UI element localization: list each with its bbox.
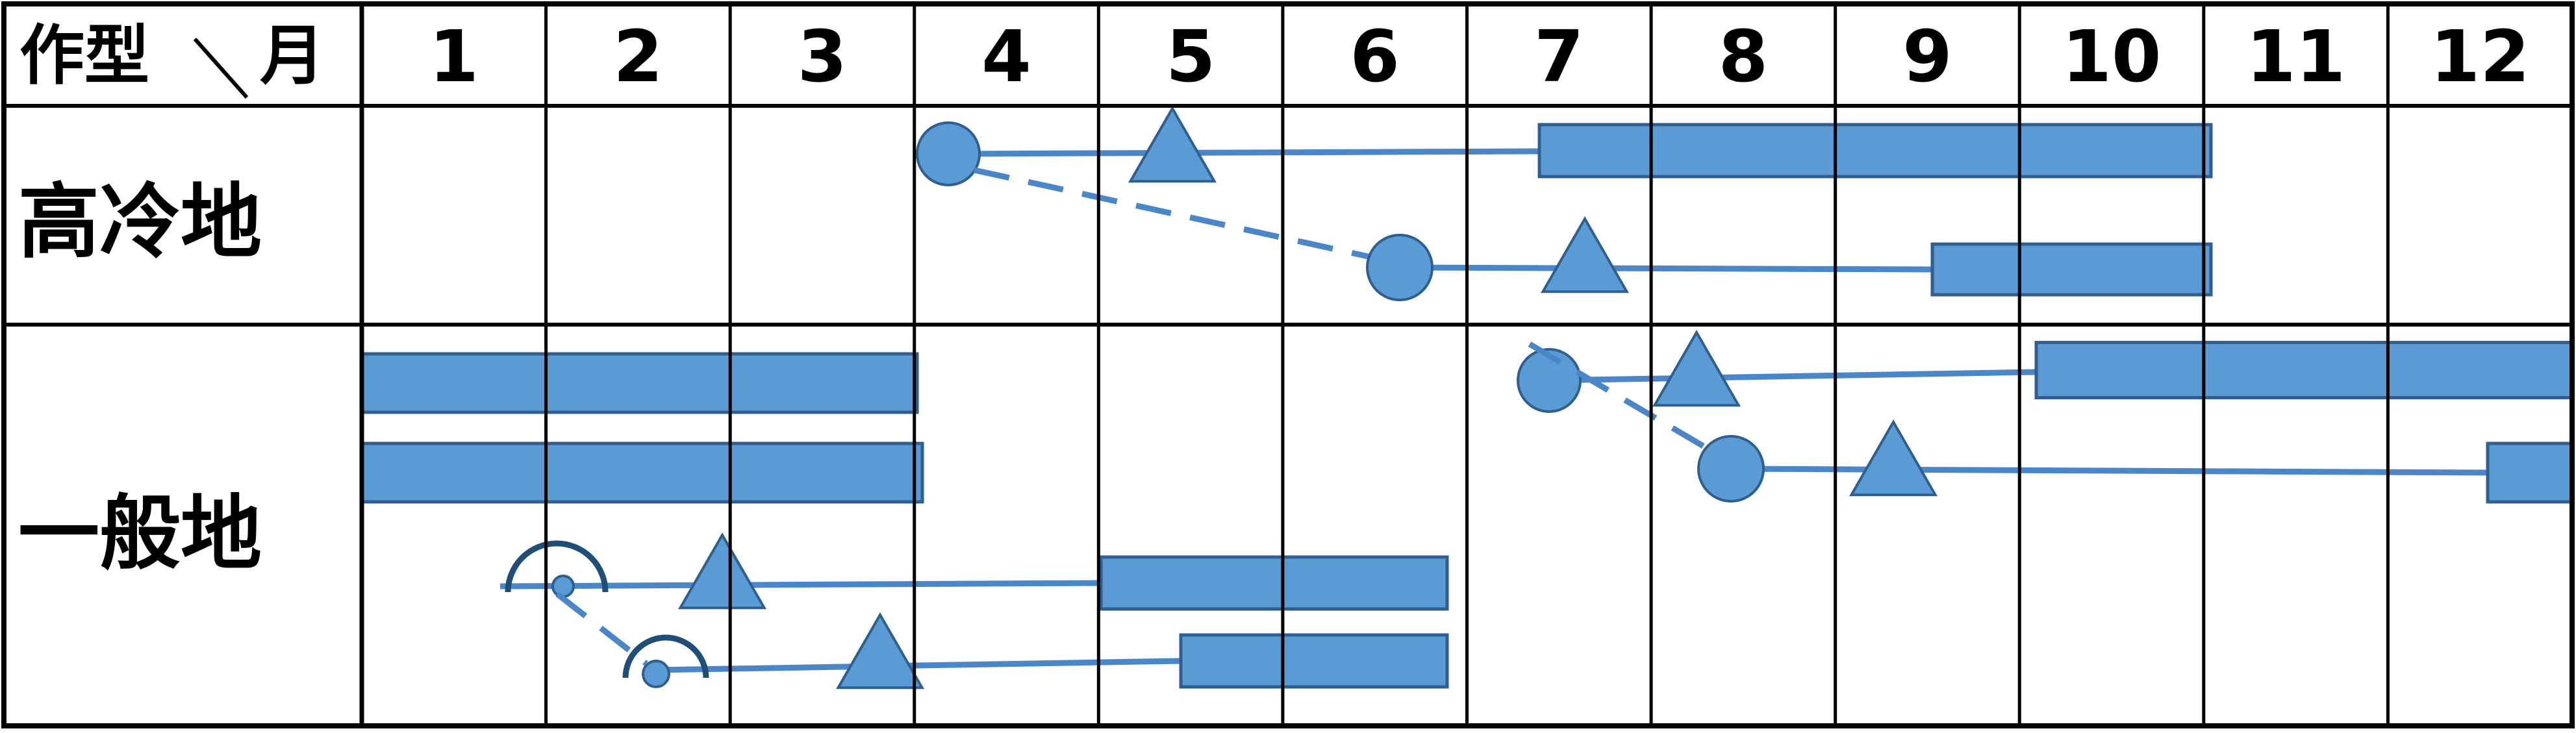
growth-line: [655, 658, 1181, 673]
growth-line: [948, 148, 1540, 157]
schedule-marks: [360, 105, 2574, 690]
header-crop-type-label: 作型: [19, 18, 149, 93]
planting-triangle-highland-2: [1540, 216, 1630, 293]
harvest-bar-general-2: [360, 441, 924, 504]
sowing-circle-general-b: [642, 660, 670, 688]
row-label-highland: 高冷地: [18, 175, 262, 269]
growth-line: [1399, 264, 1933, 273]
month-label-4: 4: [981, 15, 1031, 98]
dashed-connector-general-a: [555, 591, 648, 666]
month-label-11: 11: [2246, 15, 2345, 98]
row-label-general: 一般地: [18, 487, 262, 581]
sowing-circle-general-a: [551, 575, 575, 598]
planting-triangle-general-late-1: [1652, 329, 1741, 407]
growth-line: [499, 580, 1102, 590]
sowing-circle-general-late-2: [1697, 435, 1765, 503]
tunnel-cover-icon-general-a: [505, 540, 609, 593]
month-label-10: 10: [2062, 15, 2162, 98]
growth-line: [1730, 466, 2488, 476]
header-month-label: 月: [260, 18, 325, 93]
tunnel-cover-icon-general-b: [622, 634, 709, 678]
month-label-8: 8: [1719, 15, 1769, 98]
planting-triangle-highland-1: [1128, 105, 1217, 183]
sowing-circle-highland-1: [916, 121, 981, 186]
dashed-connector-general-late: [1528, 342, 1733, 465]
planting-triangle-general-b: [835, 612, 925, 690]
harvest-bar-highland-1: [1537, 123, 2213, 179]
month-label-7: 7: [1534, 15, 1584, 98]
harvest-bar-highland-2: [1930, 242, 2213, 297]
planting-triangle-general-late-2: [1849, 419, 1938, 497]
month-label-12: 12: [2431, 15, 2530, 98]
growth-line: [1548, 369, 2037, 384]
corner-diagonal: [193, 38, 249, 99]
month-label-9: 9: [1902, 15, 1952, 98]
planting-triangle-general-a: [677, 532, 767, 610]
month-label-3: 3: [798, 15, 848, 98]
sowing-circle-general-late-1: [1517, 348, 1582, 413]
month-label-6: 6: [1350, 15, 1400, 98]
month-label-2: 2: [613, 15, 663, 98]
month-label-1: 1: [429, 15, 479, 98]
harvest-bar-general-4: [1179, 633, 1449, 689]
sowing-circle-highland-2: [1366, 234, 1433, 301]
harvest-bar-general-5: [2034, 341, 2574, 399]
month-label-5: 5: [1166, 15, 1216, 98]
harvest-bar-general-3: [1099, 555, 1449, 611]
harvest-bar-general-1: [360, 352, 919, 414]
harvest-bar-general-6: [2486, 441, 2574, 504]
dashed-connector-highland: [974, 167, 1378, 262]
